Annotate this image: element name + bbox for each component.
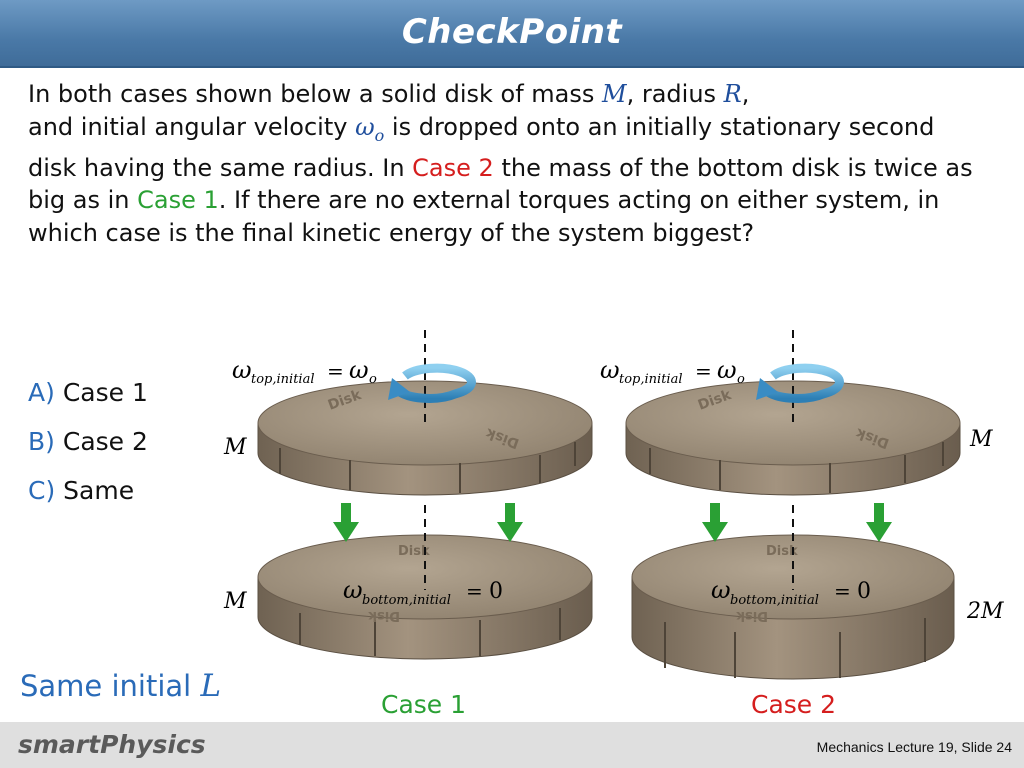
subscript-label: top,initial [251, 372, 314, 387]
case2-top-equation: ω top,initial = ω o [600, 356, 745, 387]
case1-top-equation: ω top,initial = ω o [232, 356, 377, 387]
case1-highlight: Case 1 [137, 186, 219, 215]
omega-char: ω [717, 356, 737, 384]
question-part: . If there are no external torques actin… [28, 186, 940, 247]
omega-char: ω [711, 576, 731, 604]
case2-label: Case 2 [751, 690, 837, 719]
question-part: , radius [626, 80, 724, 108]
subscript-label: top,initial [619, 372, 682, 387]
question-part: the mass of the bottom disk is twice as … [28, 153, 973, 215]
answer-letter: A) [28, 378, 55, 407]
omega-symbol: ωo [355, 112, 385, 145]
disk-label: Disk [736, 608, 768, 623]
question-part: In both cases shown below a solid disk o… [28, 80, 603, 108]
equals-sign: = [466, 579, 483, 603]
answer-option-a[interactable]: A) Case 1 [28, 378, 148, 427]
omega-subscript: o [374, 125, 385, 145]
equals-sign: = [695, 359, 712, 383]
same-initial-note: Same initial L [20, 668, 221, 704]
case1-top-disk: Disk Disk [257, 380, 593, 496]
momentum-symbol: L [200, 668, 222, 704]
question-part: is dropped onto an initially stationary … [28, 112, 935, 182]
answer-option-c[interactable]: C) Same [28, 476, 148, 525]
answer-letter: C) [28, 476, 56, 505]
zero-value: 0 [857, 579, 871, 604]
mass-label: 2M [966, 599, 1004, 624]
omega-char: ω [355, 112, 375, 141]
question-part: and initial angular velocity [28, 112, 356, 141]
footer-bar: smartPhysics Mechanics Lecture 19, Slide… [0, 722, 1024, 768]
subscript-label: o [369, 372, 377, 387]
disk-label: Disk [368, 608, 400, 623]
note-text: Same initial [20, 669, 201, 703]
smartphysics-logo: smartPhysics [18, 730, 206, 759]
case1-bottom-disk: Disk Disk [257, 534, 593, 660]
question-text: In both cases shown below a solid disk o… [28, 78, 988, 249]
radius-symbol: R [723, 80, 742, 108]
subscript-label: bottom,initial [362, 593, 451, 608]
case2-bottom-equation: ω bottom,initial = 0 [711, 576, 871, 608]
case2-top-disk: Disk Disk [625, 380, 961, 496]
zero-value: 0 [489, 579, 503, 604]
equals-sign: = [327, 359, 344, 383]
mass-label: M [223, 435, 247, 460]
answer-option-b[interactable]: B) Case 2 [28, 427, 148, 476]
answer-text: Case 1 [62, 378, 148, 407]
omega-char: ω [600, 356, 620, 384]
omega-char: ω [343, 576, 363, 604]
disk-label: Disk [398, 544, 430, 559]
subscript-label: bottom,initial [730, 593, 819, 608]
omega-char: ω [349, 356, 369, 384]
disk-label: Disk [766, 544, 798, 559]
case1-label: Case 1 [381, 690, 467, 719]
title-bar: CheckPoint [0, 0, 1024, 68]
answer-list: A) Case 1 B) Case 2 C) Same [28, 378, 148, 525]
answer-letter: B) [28, 427, 55, 456]
rotation-arrow-icon [388, 363, 476, 403]
case2-highlight: Case 2 [412, 153, 494, 182]
rotation-arrow-icon [756, 363, 844, 403]
mass-label: M [223, 589, 247, 614]
subscript-label: o [737, 372, 745, 387]
omega-char: ω [232, 356, 252, 384]
answer-text: Case 2 [62, 427, 148, 456]
slide-info: Mechanics Lecture 19, Slide 24 [816, 739, 1012, 755]
slide-title: CheckPoint [401, 12, 623, 52]
mass-label: M [969, 427, 993, 452]
case1-bottom-equation: ω bottom,initial = 0 [343, 576, 503, 608]
down-arrow-icon [333, 503, 892, 542]
mass-symbol: M [602, 80, 627, 108]
equals-sign: = [834, 579, 851, 603]
question-part: , [741, 80, 750, 108]
answer-text: Same [63, 476, 135, 505]
